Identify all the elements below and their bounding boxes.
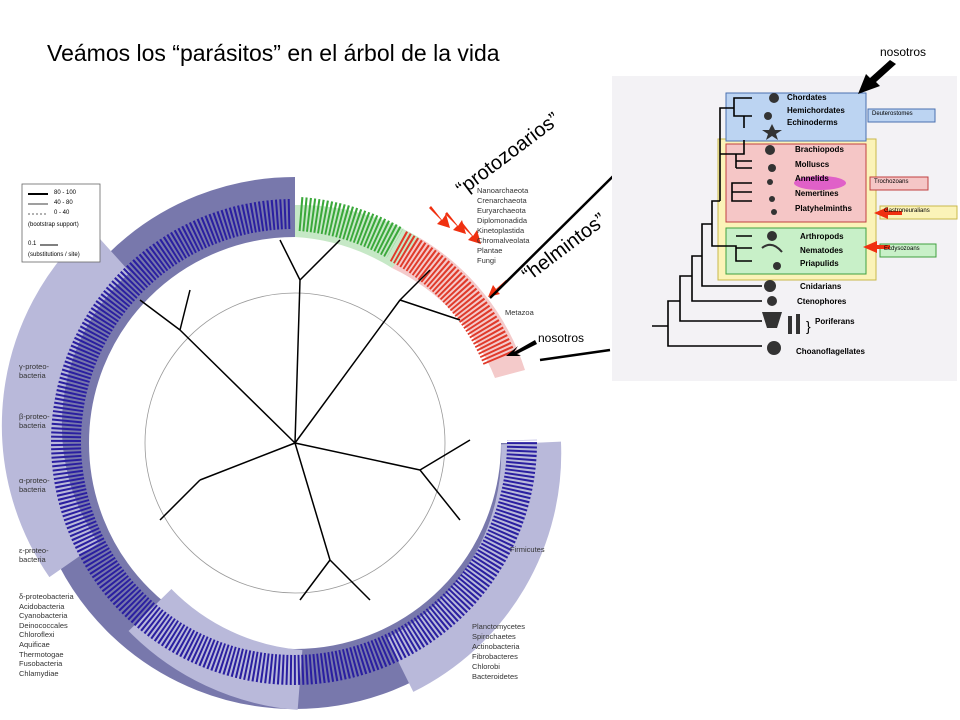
taxon-chordates: Chordates <box>787 93 827 102</box>
organism-glyphs <box>761 93 800 355</box>
tag-deuterostomes: Deuterostomes <box>872 111 913 117</box>
taxon-hemichordates: Hemichordates <box>787 105 845 115</box>
tree-bottom-right-labels: Planctomycetes Spirochaetes Actinobacter… <box>472 622 525 681</box>
us-arrow-mid <box>506 340 537 356</box>
trochozoan-taxa: Brachiopods Molluscs Annelids Nemertines… <box>795 145 852 213</box>
label-metazoa: Metazoa <box>505 308 534 317</box>
label-epsilon-proteobacteria: ε-proteo- bacteria <box>19 546 49 564</box>
taxon-choanoflagellates: Choanoflagellates <box>796 347 865 356</box>
connector-line-mid <box>539 348 611 362</box>
label-gamma-proteobacteria: γ-proteo- bacteria <box>19 362 50 380</box>
tag-ecdysozoans: Ecdysozoans <box>884 246 920 252</box>
tree-right-labels: Nanoarchaeota Crenarchaeota Euryarchaeot… <box>477 186 530 265</box>
trochozoans-tag <box>869 176 929 191</box>
taxon-cnidarians: Cnidarians <box>800 282 842 291</box>
legend-scale: 0.1 <box>28 241 37 247</box>
tag-trochozoans: Trochozoans <box>874 179 909 185</box>
label-firmicutes: Firmicutes <box>510 545 545 554</box>
annelids-highlight <box>794 176 846 190</box>
tree-bottom-left-labels: δ-proteobacteria Acidobacteria Cyanobact… <box>19 592 74 678</box>
animal-taxa-labels: Chordates Hemichordates Echinoderms <box>787 92 845 130</box>
legend-caption: (bootstrap support) <box>28 222 79 228</box>
deuterostomes-tag <box>867 108 936 123</box>
ecdysozoan-box <box>725 227 867 275</box>
ecdysozoan-taxa: Arthropods Nematodes Priapulids <box>800 232 844 268</box>
label-alpha-proteobacteria: α-proteo- bacteria <box>19 476 50 494</box>
us-arrow-top <box>858 60 896 94</box>
inner-tree-branches <box>139 239 471 601</box>
taxon-ctenophores: Ctenophores <box>797 297 847 306</box>
tag-gastroneuralians: Gastroneuralians <box>884 208 930 214</box>
slide-title: Veámos los “parásitos” en el árbol de la… <box>47 40 500 66</box>
legend-scale-caption: (substitutions / site) <box>28 252 80 258</box>
helminth-arrows <box>863 207 902 253</box>
deuterostome-box <box>725 92 867 142</box>
legend-text: 80 - 100 40 - 80 0 - 40 <box>54 190 77 216</box>
label-us-top: nosotros <box>880 45 927 59</box>
taxon-echinoderms: Echinoderms <box>787 118 838 128</box>
bacteria-band-light-1 <box>1 227 131 578</box>
cladogram-lines <box>652 97 762 347</box>
label-beta-proteobacteria: β-proteo- bacteria <box>19 412 50 430</box>
bootstrap-legend <box>21 183 101 263</box>
poriferan-brace: } <box>806 318 811 334</box>
label-us-mid: nosotros <box>538 331 585 345</box>
archaea-wedge <box>295 204 420 268</box>
ecdysozoans-tag <box>879 243 937 258</box>
taxon-poriferans: Poriferans <box>815 317 855 326</box>
animal-phylogeny-tree <box>652 92 958 355</box>
bacteria-band-light-2 <box>128 588 303 710</box>
taxon-label-fringe <box>51 197 538 685</box>
